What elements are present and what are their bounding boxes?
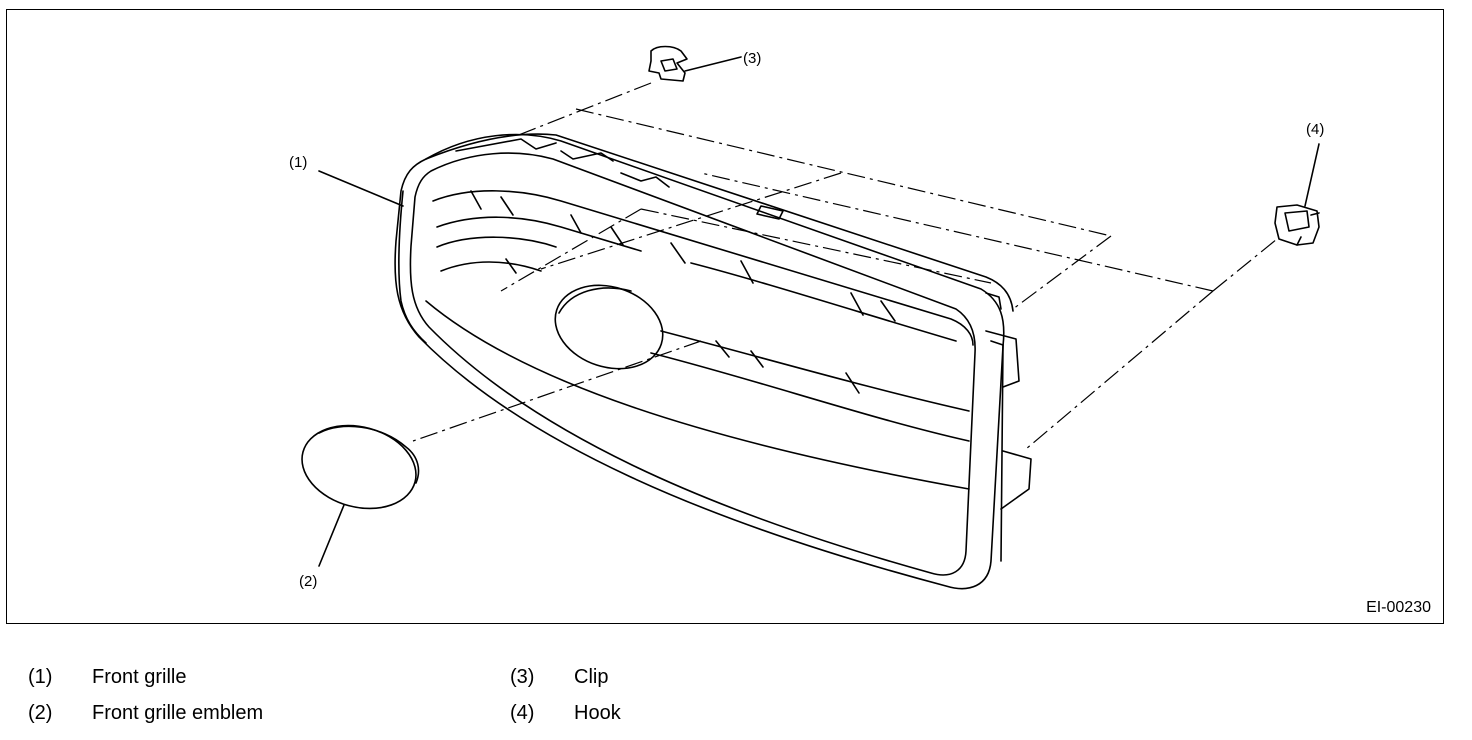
- hook-drawing: [1274, 204, 1320, 246]
- parts-legend: (1) Front grille (2) Front grille emblem…: [0, 660, 1472, 740]
- callout-2: (2): [299, 573, 317, 590]
- clip-drawing: [648, 45, 688, 82]
- legend-label: Hook: [574, 702, 621, 724]
- legend-number: (2): [28, 702, 53, 724]
- legend-label: Front grille emblem: [92, 702, 264, 724]
- legend-label: Clip: [574, 666, 609, 688]
- callout-3: (3): [743, 50, 761, 67]
- figure-id-code: EI-00230: [1366, 599, 1431, 616]
- legend-label: Front grille: [92, 666, 187, 688]
- legend-number: (3): [510, 666, 535, 688]
- legend-number: (1): [28, 666, 53, 688]
- front-grille-drawing: [394, 133, 1032, 590]
- callout-4: (4): [1306, 121, 1324, 138]
- front-grille-emblem-drawing: [301, 424, 420, 510]
- callout-1: (1): [289, 154, 307, 171]
- figure-frame: (1) (2) (3) (4) EI-00230: [6, 9, 1444, 624]
- legend-number: (4): [510, 702, 535, 724]
- grille-diagram: (1) (2) (3) (4): [289, 45, 1324, 590]
